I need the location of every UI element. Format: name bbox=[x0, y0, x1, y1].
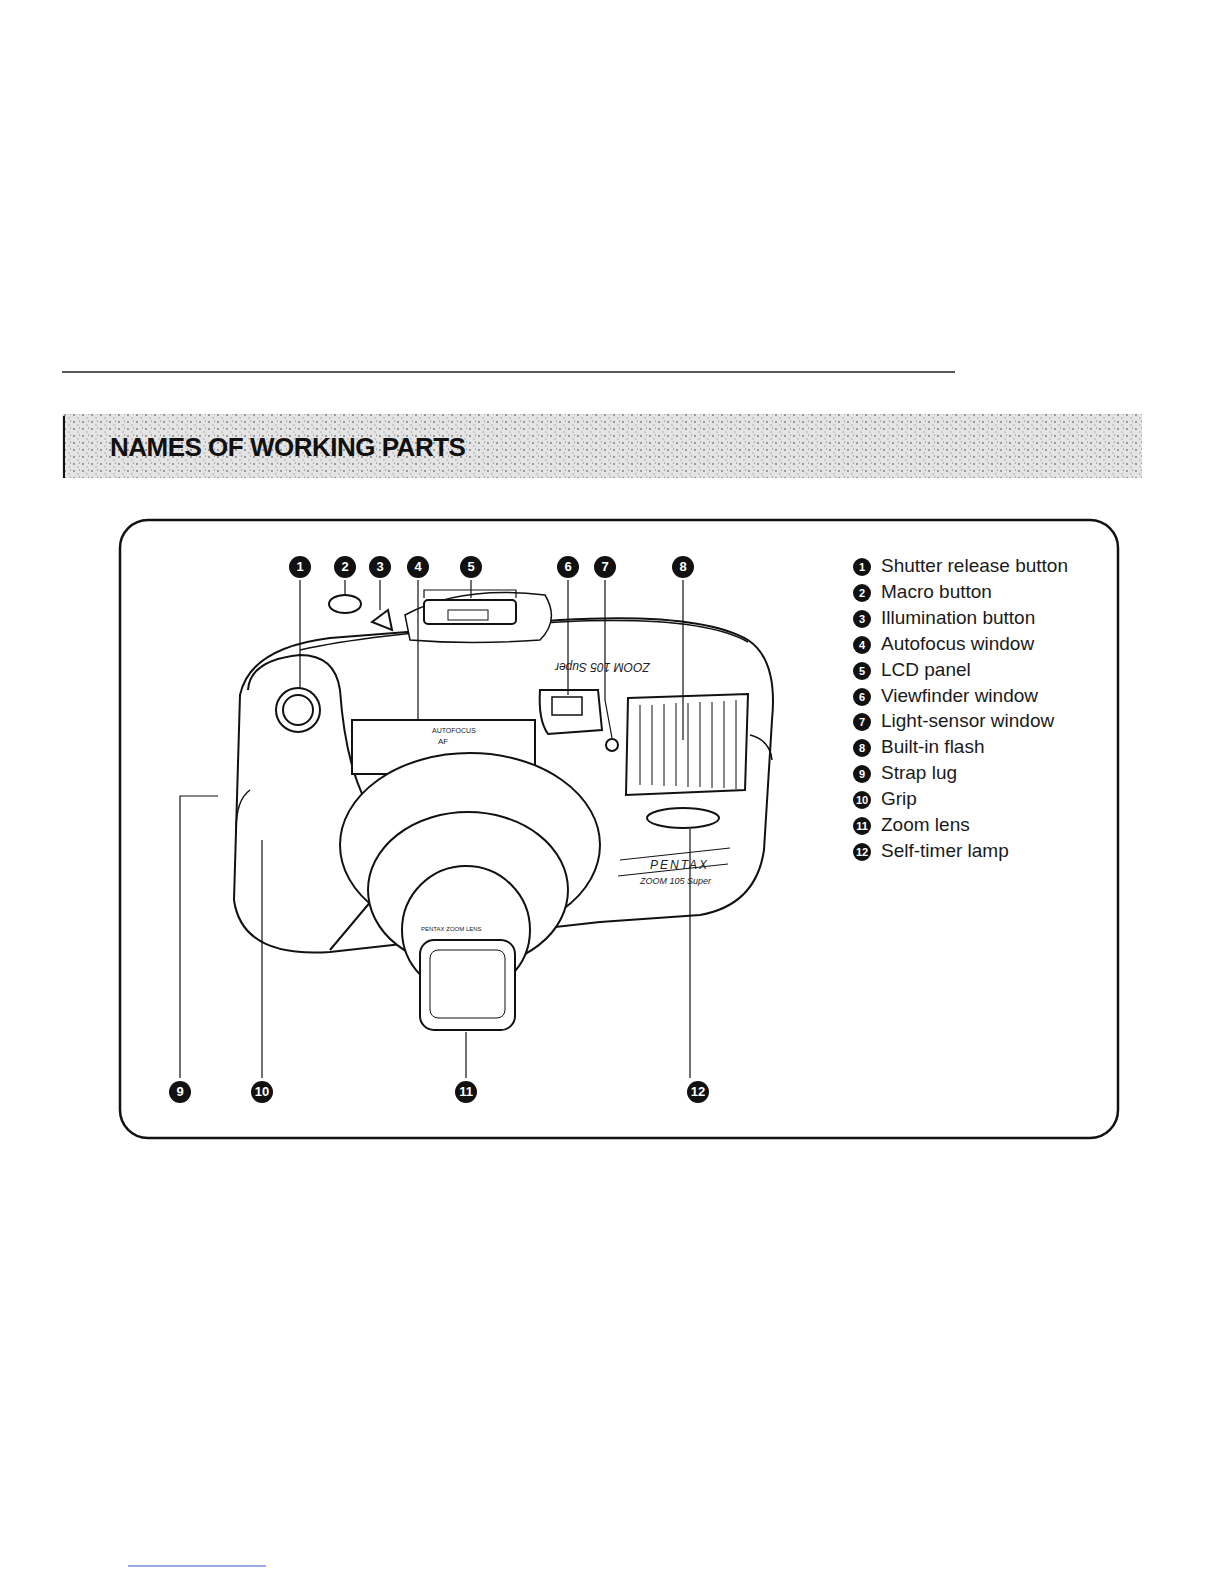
callout-number: 9 bbox=[169, 1081, 191, 1103]
brand-name: PENTAX bbox=[650, 858, 709, 872]
callout-number: 4 bbox=[407, 556, 429, 578]
part-name: Light-sensor window bbox=[881, 710, 1054, 732]
callout-number: 8 bbox=[672, 556, 694, 578]
model-name: ZOOM 105 Super bbox=[555, 660, 650, 674]
callout-number: 1 bbox=[289, 556, 311, 578]
list-number: 11 bbox=[853, 817, 871, 835]
part-name: Strap lug bbox=[881, 762, 957, 784]
callout-number: 5 bbox=[460, 556, 482, 578]
part-name: Macro button bbox=[881, 581, 992, 603]
callout-number: 11 bbox=[455, 1081, 477, 1103]
part-name: Autofocus window bbox=[881, 633, 1034, 655]
part-name: Viewfinder window bbox=[881, 685, 1038, 707]
part-name: Self-timer lamp bbox=[881, 840, 1009, 862]
part-name: Grip bbox=[881, 788, 917, 810]
part-name: LCD panel bbox=[881, 659, 971, 681]
page-title: NAMES OF WORKING PARTS bbox=[110, 432, 465, 463]
leader-lines bbox=[180, 580, 690, 1078]
list-number: 7 bbox=[853, 713, 871, 731]
camera-drawing bbox=[234, 590, 773, 1030]
lens-text: PENTAX ZOOM LENS bbox=[421, 926, 482, 932]
list-number: 3 bbox=[853, 610, 871, 628]
callout-number: 12 bbox=[687, 1081, 709, 1103]
callout-number: 2 bbox=[334, 556, 356, 578]
list-number: 9 bbox=[853, 765, 871, 783]
part-name: Zoom lens bbox=[881, 814, 970, 836]
list-number: 5 bbox=[853, 662, 871, 680]
list-number: 4 bbox=[853, 636, 871, 654]
part-name: Shutter release button bbox=[881, 555, 1068, 577]
list-number: 10 bbox=[853, 791, 871, 809]
part-name: Illumination button bbox=[881, 607, 1035, 629]
model-name: ZOOM 105 Super bbox=[640, 876, 711, 886]
callout-number: 7 bbox=[594, 556, 616, 578]
callout-number: 10 bbox=[251, 1081, 273, 1103]
list-number: 8 bbox=[853, 739, 871, 757]
list-number: 12 bbox=[853, 843, 871, 861]
rule-line bbox=[62, 371, 955, 373]
part-name: Built-in flash bbox=[881, 736, 985, 758]
title-band bbox=[62, 414, 1142, 478]
list-number: 1 bbox=[853, 558, 871, 576]
panel-frame bbox=[120, 520, 1118, 1138]
window-label: AUTOFOCUS bbox=[432, 727, 476, 734]
list-number: 2 bbox=[853, 584, 871, 602]
callout-number: 3 bbox=[369, 556, 391, 578]
callout-number: 6 bbox=[557, 556, 579, 578]
window-label: AF bbox=[438, 737, 448, 746]
list-number: 6 bbox=[853, 688, 871, 706]
